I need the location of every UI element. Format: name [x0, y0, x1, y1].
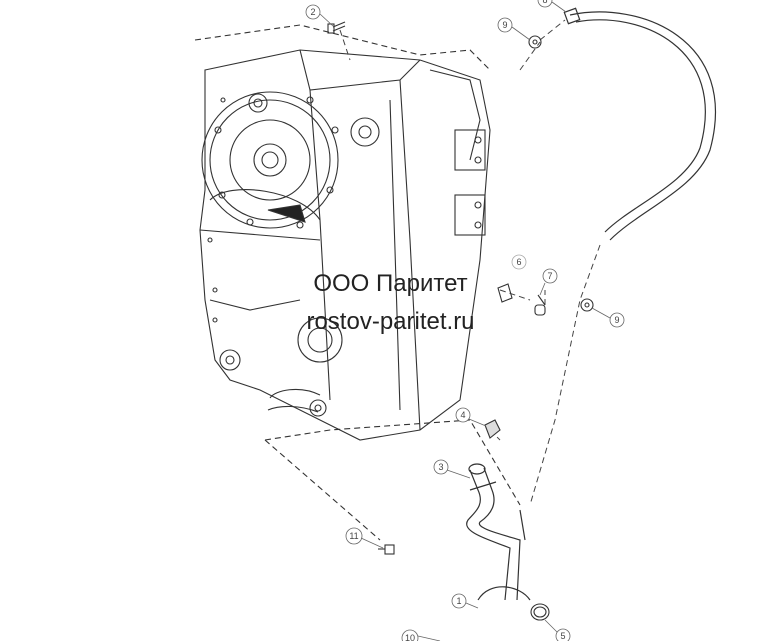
callout-7: 7: [542, 268, 558, 284]
svg-text:9: 9: [502, 20, 507, 30]
svg-text:5: 5: [560, 631, 565, 641]
svg-text:8: 8: [542, 0, 547, 5]
callout-6: 6: [511, 254, 527, 270]
svg-text:1: 1: [456, 596, 461, 606]
callout-labels: 2 8 9 6 7 9 4 3 11 1 10 5: [305, 0, 625, 641]
svg-text:11: 11: [349, 531, 358, 541]
fasteners: [327, 21, 594, 621]
callout-2: 2: [305, 4, 321, 20]
svg-text:3: 3: [438, 462, 443, 472]
leader-lines: [339, 19, 601, 506]
svg-text:7: 7: [547, 271, 552, 281]
callout-4: 4: [455, 407, 471, 423]
callout-10: 10: [401, 629, 419, 641]
svg-text:6: 6: [516, 257, 521, 267]
svg-text:9: 9: [614, 315, 619, 325]
callout-11: 11: [345, 527, 363, 545]
watermark-url: rostov-paritet.ru: [306, 308, 475, 335]
callout-9-lower: 9: [609, 312, 625, 328]
svg-text:2: 2: [310, 7, 315, 17]
svg-text:10: 10: [405, 633, 415, 641]
callout-8: 8: [537, 0, 553, 8]
breather-hose: [563, 7, 717, 241]
oil-pipe: [466, 463, 531, 601]
callout-5: 5: [555, 628, 571, 641]
callout-3: 3: [433, 459, 449, 475]
callout-1: 1: [451, 593, 467, 609]
callout-leaders: [319, 1, 611, 641]
svg-text:4: 4: [460, 410, 465, 420]
watermark-company: ООО Паритет: [313, 270, 468, 297]
transmission-housing: [194, 24, 521, 541]
callout-9-top: 9: [497, 17, 513, 33]
